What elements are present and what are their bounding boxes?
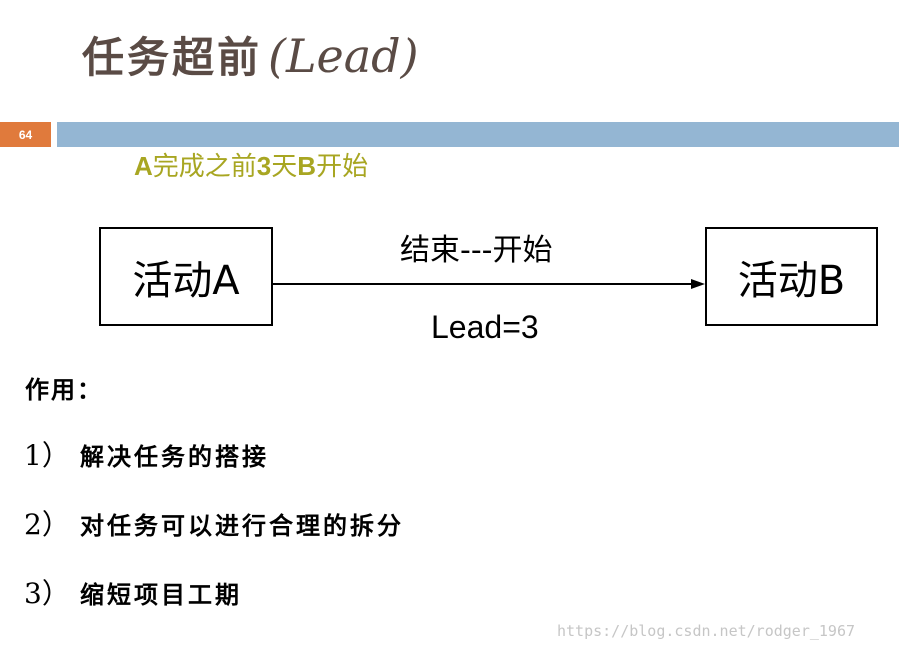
- effect-item-2-number: 2）: [24, 508, 70, 541]
- subtitle-activity-b: B: [297, 151, 317, 181]
- slide-subtitle: A完成之前3天B开始: [134, 146, 368, 183]
- header-bar: [57, 122, 899, 147]
- subtitle-activity-a: A: [134, 151, 153, 181]
- slide-title-chinese: 任务超前: [82, 33, 263, 82]
- effect-item-3: 3） 缩短项目工期: [24, 572, 242, 612]
- slide-title-english: (Lead): [268, 29, 419, 83]
- subtitle-text-before: 完成之前: [152, 152, 257, 182]
- dependency-arrow: [273, 279, 705, 289]
- subtitle-days: 3: [256, 151, 272, 181]
- page-number-badge: 64: [0, 122, 51, 147]
- effect-item-3-number: 3）: [24, 577, 70, 610]
- watermark: https://blog.csdn.net/rodger_1967: [557, 622, 856, 640]
- lead-label: Lead=3: [431, 309, 539, 345]
- activity-a-box: 活动A: [99, 227, 273, 326]
- activity-b-box: 活动B: [705, 227, 878, 326]
- slide-title: 任务超前 (Lead): [82, 24, 419, 88]
- effect-item-3-text: 缩短项目工期: [80, 581, 242, 609]
- activity-a-label: 活动A: [132, 257, 240, 304]
- effect-item-1-text: 解决任务的搭接: [80, 443, 269, 471]
- relationship-label: 结束---开始: [400, 233, 553, 268]
- subtitle-day-unit: 天: [271, 152, 298, 182]
- subtitle-text-start: 开始: [316, 152, 369, 182]
- arrow-head: [691, 279, 705, 289]
- effect-item-1-number: 1）: [24, 439, 70, 472]
- activity-b-label: 活动B: [737, 257, 846, 304]
- effect-item-2: 2） 对任务可以进行合理的拆分: [24, 503, 404, 543]
- effect-item-2-text: 对任务可以进行合理的拆分: [80, 512, 404, 540]
- effects-heading: 作用：: [25, 376, 103, 404]
- effect-item-1: 1） 解决任务的搭接: [24, 434, 269, 474]
